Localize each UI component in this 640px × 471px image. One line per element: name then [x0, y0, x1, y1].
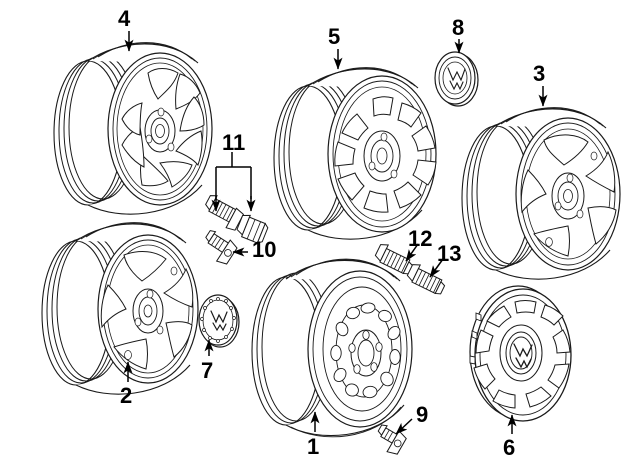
callout-number-12[interactable]: 12: [408, 226, 433, 251]
callout-number-13[interactable]: 13: [437, 241, 462, 266]
part-center-cap-vw-hubcap: [198, 294, 240, 348]
callout-number-1[interactable]: 1: [307, 434, 320, 459]
callout-number-4[interactable]: 4: [118, 6, 131, 31]
part-wheel-bolt-long-b: [406, 264, 446, 295]
leader-9: [395, 418, 413, 435]
callout-leaders: [123, 31, 548, 435]
part-alloy-wheel-5-spoke: [41, 222, 199, 395]
callout-number-10[interactable]: 10: [252, 237, 277, 262]
callout-number-7[interactable]: 7: [201, 358, 214, 383]
part-wheel-bolt-short: [205, 230, 238, 265]
part-center-cap-badge-small: [434, 51, 479, 107]
part-alloy-wheel-5-spoke-split: [461, 107, 621, 280]
callout-number-9[interactable]: 9: [416, 402, 429, 427]
callout-number-6[interactable]: 6: [503, 435, 516, 460]
part-wheel-bolt-small: [377, 424, 407, 455]
part-alloy-wheel-multi-slot: [273, 67, 437, 240]
leader-12: [405, 243, 419, 262]
callout-number-11[interactable]: 11: [222, 130, 246, 155]
callout-number-3[interactable]: 3: [533, 61, 546, 86]
callout-number-8[interactable]: 8: [452, 15, 465, 40]
part-alloy-wheel-7-spoke: [53, 42, 213, 215]
callout-bracket-11: [215, 152, 252, 199]
part-wheel-cover-full-face: [469, 285, 572, 422]
callout-number-2[interactable]: 2: [120, 383, 133, 408]
callout-number-5[interactable]: 5: [328, 24, 341, 49]
part-steel-wheel: [251, 258, 413, 438]
part-lug-nut-cap: [236, 214, 269, 244]
leader-13: [429, 258, 444, 278]
